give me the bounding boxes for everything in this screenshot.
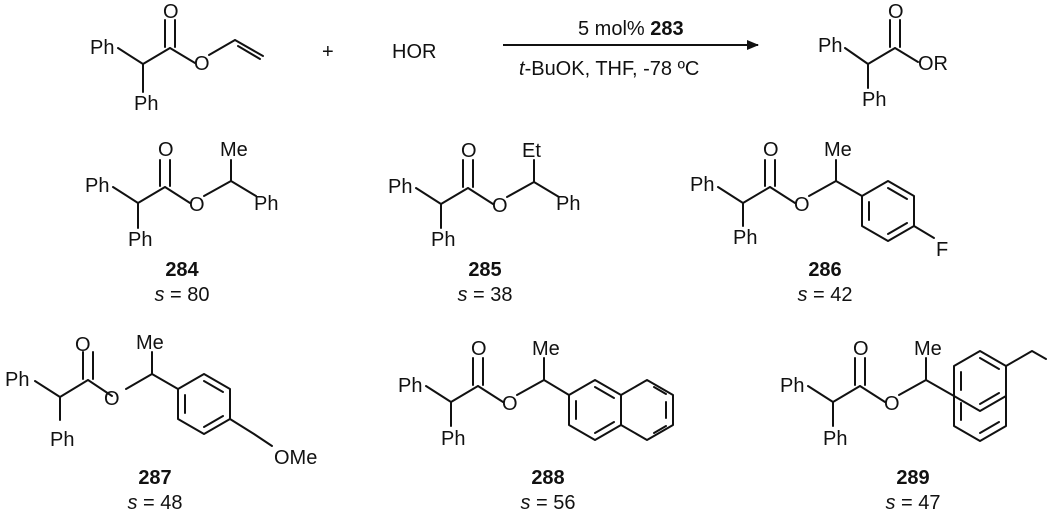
product-ester: Ph Ph O OR (818, 1, 948, 111)
structure-288: Ph Ph O O Me (398, 338, 674, 450)
compound-number: 286 (808, 259, 841, 281)
selectivity-value: s = 48 (127, 492, 182, 513)
selectivity-value: s = 47 (885, 492, 940, 513)
caption-285: 285 s = 38 (457, 259, 512, 306)
structure-284: Ph Ph O O Me Ph (85, 139, 278, 251)
compound-number: 284 (165, 259, 199, 281)
atom-label-o: O (189, 194, 205, 216)
atom-label-o: O (158, 139, 174, 161)
structure-287: Ph Ph O O Me OMe (5, 332, 317, 469)
selectivity-value: s = 38 (457, 284, 512, 306)
atom-label-o: O (794, 194, 810, 216)
selectivity-value: s = 56 (520, 492, 575, 513)
compound-number: 288 (531, 467, 564, 489)
compound-number: 289 (896, 467, 929, 489)
compound-number: 287 (138, 467, 171, 489)
atom-label-ph: Ph (388, 176, 412, 198)
atom-label-ph: Ph (780, 375, 804, 397)
caption-287: 287 s = 48 (127, 467, 182, 513)
atom-label-ph: Ph (128, 229, 152, 251)
conditions-label: t-BuOK, THF, -78 ºC (519, 58, 699, 80)
atom-label-o: O (492, 195, 508, 217)
caption-289: 289 s = 47 (885, 467, 940, 513)
atom-label-et: Et (522, 140, 541, 162)
atom-label-ph: Ph (254, 193, 278, 215)
atom-label-o: O (853, 338, 869, 360)
reaction-arrow: 5 mol% 283 t-BuOK, THF, -78 ºC (503, 18, 759, 80)
atom-label-ph: Ph (431, 229, 455, 251)
starting-material-vinyl-ester: Ph Ph O O (90, 1, 264, 115)
atom-label-ph: Ph (556, 193, 580, 215)
compound-number: 285 (468, 259, 501, 281)
atom-label-ph: Ph (862, 89, 886, 111)
alcohol-reagent: HOR (392, 41, 436, 63)
atom-label-o: O (502, 393, 518, 415)
atom-label-me: Me (914, 338, 942, 360)
caption-286: 286 s = 42 (797, 259, 852, 306)
atom-label-o: O (888, 1, 904, 23)
atom-label-o: O (163, 1, 179, 23)
atom-label-me: Me (136, 332, 164, 354)
atom-label-ph: Ph (90, 37, 114, 59)
atom-label-ph: Ph (50, 429, 74, 451)
atom-label-me: Me (532, 338, 560, 360)
selectivity-value: s = 80 (154, 284, 209, 306)
atom-label-o: O (461, 140, 477, 162)
catalyst-label: 5 mol% 283 (578, 18, 684, 40)
atom-label-ph: Ph (818, 35, 842, 57)
selectivity-value: s = 42 (797, 284, 852, 306)
structure-289: Ph Ph O O Me (780, 338, 1047, 450)
atom-label-ph: Ph (398, 375, 422, 397)
atom-label-ome: OMe (274, 447, 317, 469)
structure-286: Ph Ph O O Me F (690, 139, 948, 261)
caption-284: 284 s = 80 (154, 259, 209, 306)
atom-label-o: O (471, 338, 487, 360)
atom-label-ph: Ph (441, 428, 465, 450)
atom-label-o: O (763, 139, 779, 161)
atom-label-o: O (104, 388, 120, 410)
atom-label-ph: Ph (823, 428, 847, 450)
atom-label-o: O (884, 393, 900, 415)
atom-label-ph: Ph (733, 227, 757, 249)
plus-sign: + (322, 41, 334, 63)
atom-label-or: OR (918, 53, 948, 75)
caption-288: 288 s = 56 (520, 467, 575, 513)
atom-label-f: F (936, 239, 948, 261)
atom-label-o: O (75, 334, 91, 356)
atom-label-ph: Ph (690, 174, 714, 196)
atom-label-ph: Ph (85, 175, 109, 197)
atom-label-me: Me (220, 139, 248, 161)
structure-285: Ph Ph O O Et Ph (388, 140, 580, 251)
atom-label-ph: Ph (5, 369, 29, 391)
atom-label-ph: Ph (134, 93, 158, 115)
atom-label-o: O (194, 53, 210, 75)
atom-label-me: Me (824, 139, 852, 161)
